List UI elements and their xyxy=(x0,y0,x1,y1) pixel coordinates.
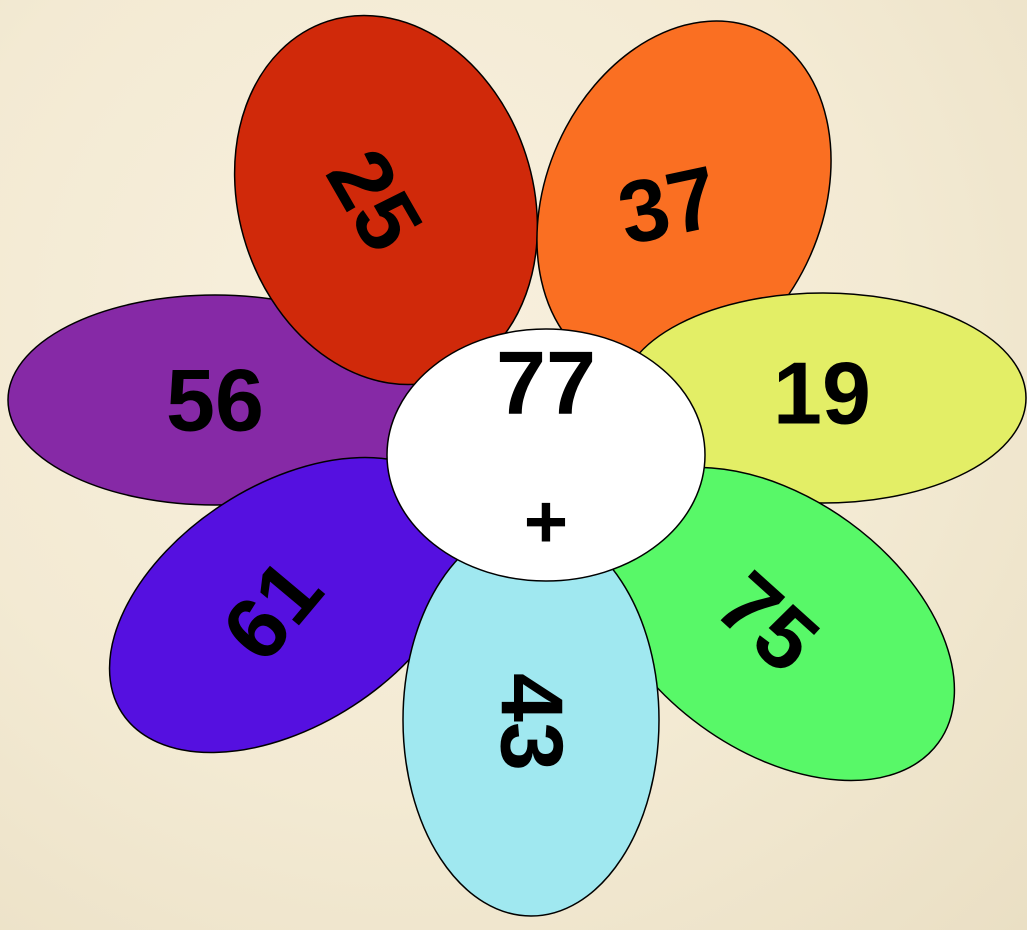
center-operator: + xyxy=(524,480,568,565)
center-number: 77 xyxy=(496,334,596,434)
petal-19-number: 19 xyxy=(773,344,871,443)
petal-43-number: 43 xyxy=(483,673,582,771)
petal-56-number: 56 xyxy=(166,351,264,450)
flower-center: 77 + xyxy=(387,329,705,581)
petal-43: 43 xyxy=(403,524,659,916)
petal-37-number: 37 xyxy=(610,146,726,263)
